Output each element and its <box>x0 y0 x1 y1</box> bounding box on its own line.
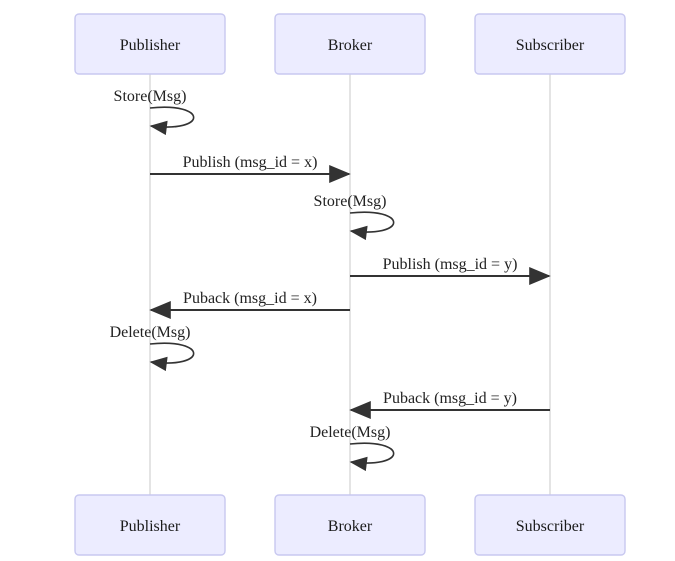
message-label: Delete(Msg) <box>110 324 191 341</box>
actor-bottom-broker: Broker <box>274 494 426 556</box>
actor-label-subscriber-bottom: Subscriber <box>516 518 585 535</box>
self-loop-arrow <box>149 106 195 136</box>
message-delete-msg-broker: Delete(Msg) <box>310 424 395 472</box>
message-delete-msg-publisher: Delete(Msg) <box>110 324 195 372</box>
message-publish-msg-id-y: Publish (msg_id = y) <box>350 256 551 285</box>
actor-bottom-subscriber: Subscriber <box>474 494 626 556</box>
actor-box-publisher-bottom <box>74 494 226 556</box>
self-loop-arrow <box>349 442 395 472</box>
message-label: Puback (msg_id = y) <box>383 390 517 407</box>
actor-top-subscriber: Subscriber <box>474 13 626 75</box>
message-label: Publish (msg_id = y) <box>383 256 518 273</box>
message-puback-msg-id-x: Puback (msg_id = x) <box>149 290 350 319</box>
message-publish-msg-id-x: Publish (msg_id = x) <box>150 154 351 183</box>
message-store-msg-publisher: Store(Msg) <box>114 88 195 136</box>
actor-box-subscriber-top <box>474 13 626 75</box>
actor-label-publisher-bottom: Publisher <box>120 518 181 535</box>
actor-label-broker-top: Broker <box>328 37 373 54</box>
message-label: Publish (msg_id = x) <box>183 154 318 171</box>
actor-box-subscriber-bottom <box>474 494 626 556</box>
actor-label-subscriber-top: Subscriber <box>516 37 585 54</box>
message-label: Store(Msg) <box>114 88 187 105</box>
self-loop-arrow <box>149 342 195 372</box>
actor-top-publisher: Publisher <box>74 13 226 75</box>
actor-box-publisher-top <box>74 13 226 75</box>
actor-box-broker-bottom <box>274 494 426 556</box>
message-puback-msg-id-y: Puback (msg_id = y) <box>349 390 550 419</box>
message-label: Delete(Msg) <box>310 424 391 441</box>
message-label: Puback (msg_id = x) <box>183 290 317 307</box>
self-loop-arrow <box>349 211 395 241</box>
actor-label-broker-bottom: Broker <box>328 518 373 535</box>
actor-bottom-publisher: Publisher <box>74 494 226 556</box>
message-store-msg-broker: Store(Msg) <box>314 193 395 241</box>
message-label: Store(Msg) <box>314 193 387 210</box>
actor-label-publisher-top: Publisher <box>120 37 181 54</box>
actor-top-broker: Broker <box>274 13 426 75</box>
actor-box-broker-top <box>274 13 426 75</box>
